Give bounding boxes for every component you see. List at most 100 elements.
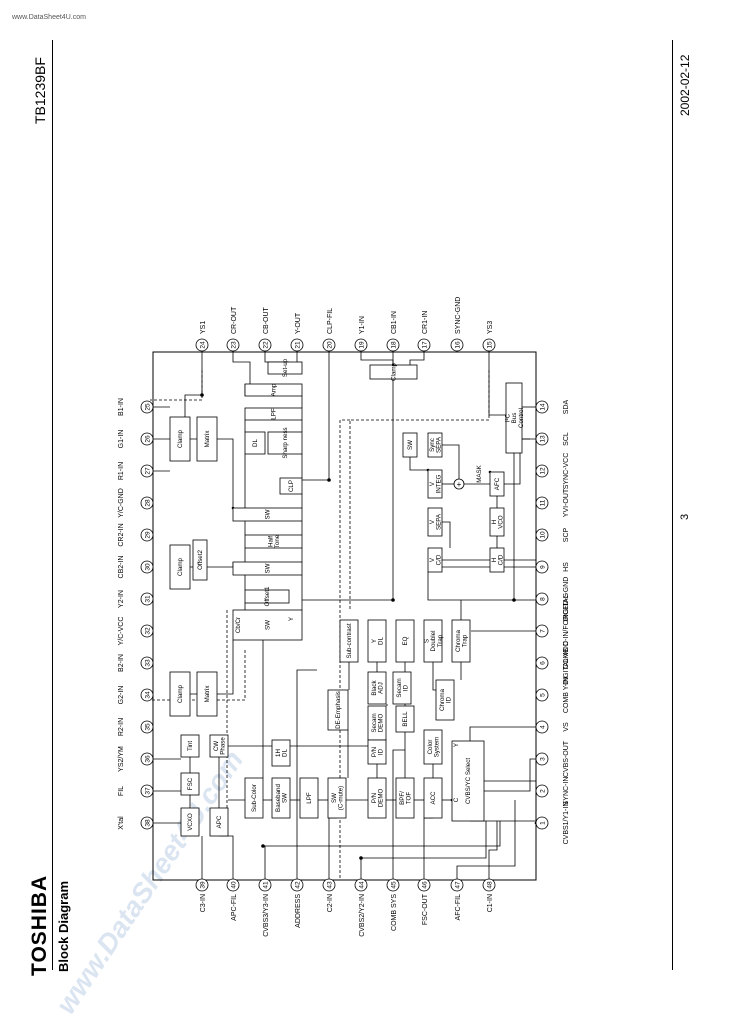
block-sw1: SW [232,507,303,522]
block-label: APC [216,815,223,828]
pin-label: CLP-FIL [327,308,334,334]
pin-28: 28Y/C-GND [118,488,154,518]
pin-label: CVBS3/Y3-IN [263,894,270,937]
block-vcd: VC/D [427,547,443,573]
pin-number: 24 [200,341,207,349]
block-label: I²CBusControl [504,408,525,428]
block-label: Clamp [177,558,184,576]
block-label: SDoublelTrap [423,631,444,652]
block-baseband-sw: BasebandSW [271,777,291,819]
block-label: ColorSystem [427,737,441,758]
pin-number: 20 [327,341,334,349]
pin-20: 20 CLP-FIL [322,308,336,352]
pin-label: G1-IN [118,430,125,449]
block-sharpness: Sharp ness [267,427,303,459]
pin-21: 21 Y-OUT [290,312,304,352]
pin-label: VS [563,722,570,732]
pin-label: YS3 [487,321,494,334]
block-label: CWPhase [213,737,227,755]
pin-number: 21 [295,341,302,349]
block-label: Matrix [204,685,211,703]
pin-number: 47 [455,881,462,889]
pin-number: 22 [263,341,270,349]
block-label: SW [265,509,272,519]
block-label: Amp [271,383,278,396]
pin-label: COMB SYS [391,894,398,931]
pin-number: 39 [200,881,207,889]
block-label: SW [265,620,272,630]
pin-number: 23 [231,341,238,349]
pin-number: 37 [145,787,152,795]
block-sw2: SW [232,561,303,576]
pin-label: SCP [563,527,570,542]
pin-19: 19 Y1-IN [354,316,368,352]
block-label: CVBS/YC Select [465,758,472,804]
pin-number: 2 [540,789,547,793]
block-label: SW(C-mute) [331,786,345,810]
pin-number: 26 [145,435,152,443]
block-label: LPF [306,792,313,804]
pin-number: 19 [359,341,366,349]
pin-32: 32Y/C-VCC [118,617,154,645]
pin-label: Y/C-GND [118,488,125,518]
pin-label: Y-OUT [295,312,302,334]
pin-number: 1 [540,821,547,825]
pin-label: Y1-IN [359,316,366,334]
block-label: Offset1 [264,586,271,606]
pin-number: 40 [231,881,238,889]
block-chroma-trap: ChromaTrap [451,619,471,663]
block-label: SecamID [396,678,410,697]
block-label: Offset2 [197,550,204,570]
pin-number: 16 [455,341,462,349]
pin-number: 34 [145,691,152,699]
block-sw-cmute: SW(C-mute) [327,777,347,819]
block-label: Sub-Color [251,784,258,812]
left-page-rule [52,40,53,970]
adder-node: + [453,478,465,490]
pin-label: COMB Y-IN [563,677,570,713]
pin-label: CB1-IN [391,311,398,334]
block-cvbs-select: CVBS/YC Select [451,740,485,822]
pin-number: 17 [422,341,429,349]
pin-number: 11 [540,499,547,506]
pin-number: 29 [145,531,152,539]
block-label: HalfTone [267,534,281,548]
block-label: Set-up [282,358,289,377]
block-label: ChromaID [439,688,453,711]
block-hcd: HC/D [489,547,505,573]
y-port-label: Y [288,617,295,621]
block-offset1: Offset1 [244,586,290,606]
pin-number: 38 [145,819,152,827]
select-y-port-label: Y [453,743,460,747]
block-black-adj: BlackADJ [367,671,387,705]
mask-label: MASK [476,464,483,482]
pin-number: 33 [145,659,152,667]
block-label: BlackADJ [371,680,385,696]
pin-label: SDA [563,399,570,414]
pin-number: 27 [145,467,152,475]
pin-label: ADDRESS [295,894,302,928]
block-label: Tint [187,741,194,751]
block-ydl: YDL [367,619,387,663]
pin-label: CB2-IN [118,556,125,579]
pin-number: 45 [391,881,398,889]
pin-label: R2-IN [118,718,125,736]
block-label: P/NID [371,747,385,757]
block-apc: APC [209,807,229,837]
block-label: VCXO [187,813,194,831]
block-label: ACC [430,791,437,805]
pin-label: SCL [563,432,570,446]
